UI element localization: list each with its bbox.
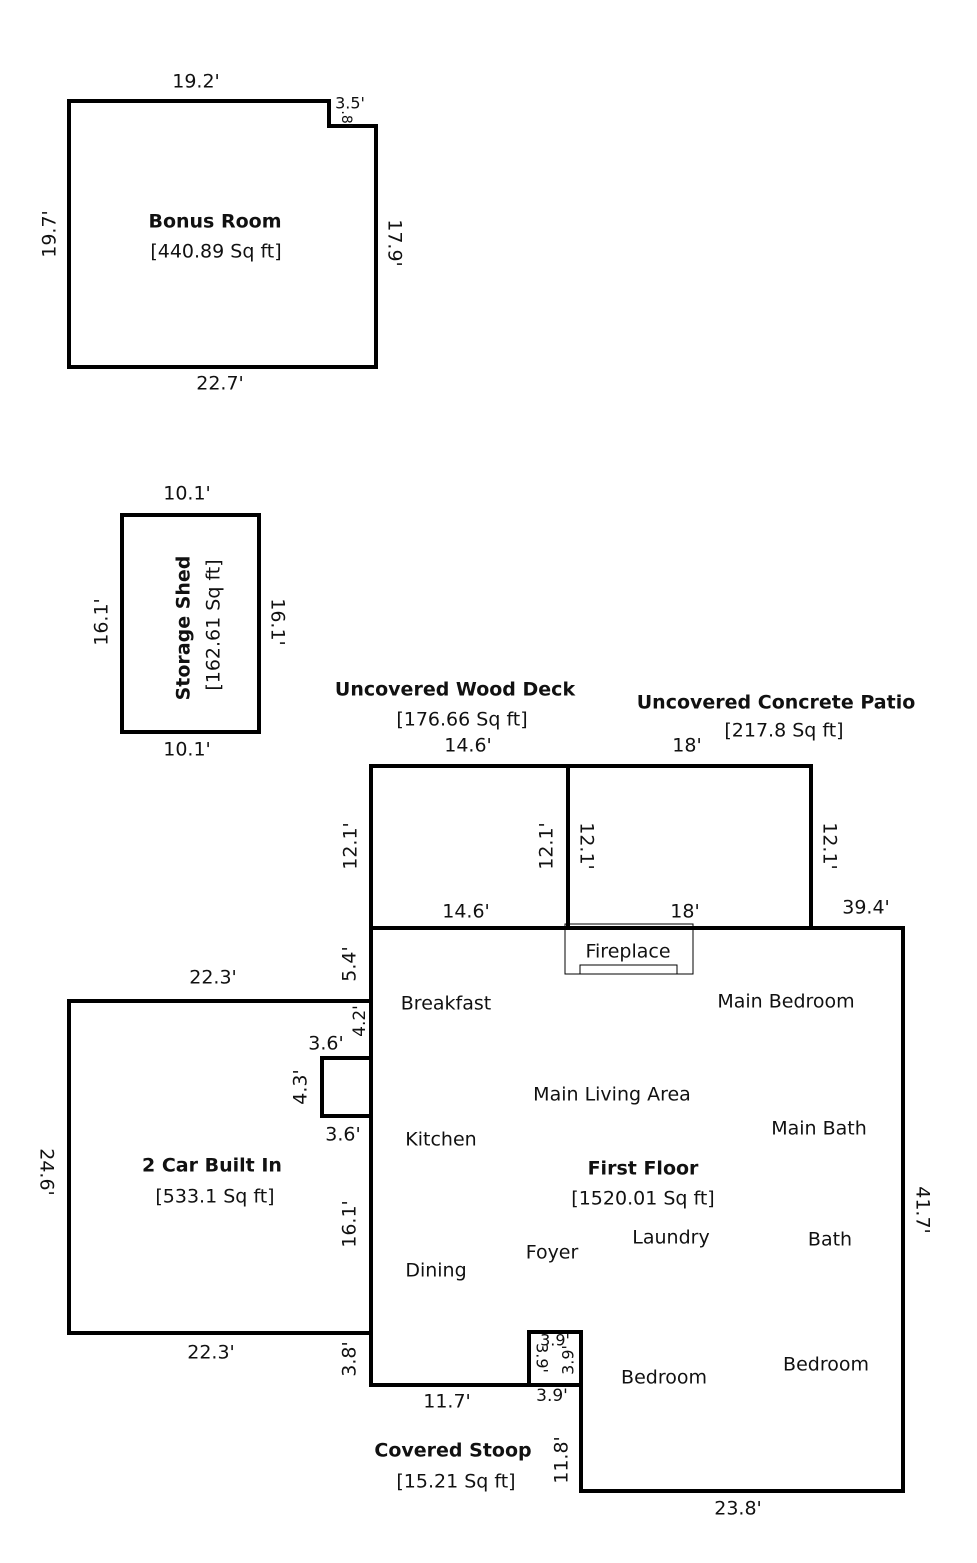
room-label-main-bedroom: Main Bedroom <box>717 991 854 1013</box>
dimension: 14.6' <box>444 735 492 757</box>
dimension: .8' <box>338 110 354 127</box>
garage: 22.3' 24.6' 22.3' 2 Car Built In [533.1 … <box>36 967 373 1364</box>
room-label-main-bath: Main Bath <box>771 1118 867 1140</box>
stoop-outline <box>527 1330 583 1387</box>
dimension: 23.8' <box>714 1498 762 1520</box>
dimension: 19.7' <box>39 210 61 258</box>
dimension: 11.8' <box>551 1436 573 1484</box>
first-floor: 39.4' 41.7' 23.8' 11.8' 11.7' 3.8' 16.1'… <box>290 897 934 1520</box>
dimension: 22.3' <box>187 1342 235 1364</box>
dimension: 3.9' <box>533 1343 552 1373</box>
dimension: 12.1' <box>536 822 558 870</box>
dimension: 12.1' <box>576 822 598 870</box>
dimension: 24.6' <box>36 1148 58 1196</box>
room-label-foyer: Foyer <box>526 1242 579 1264</box>
dimension: 11.7' <box>423 1391 471 1413</box>
room-name: Bonus Room <box>148 211 281 233</box>
dimension: 39.4' <box>842 897 890 919</box>
room-area: [440.89 Sq ft] <box>150 241 281 263</box>
room-name: Uncovered Wood Deck <box>335 679 576 701</box>
room-area: [162.61 Sq ft] <box>203 559 225 690</box>
room-label-breakfast: Breakfast <box>401 993 491 1015</box>
dimension: 18' <box>670 901 699 923</box>
dimension: 10.1' <box>163 483 211 505</box>
dimension: 5.4' <box>339 946 361 981</box>
bonus-room: 19.2' 3.5' .8' 17.9' 22.7' 19.7' Bonus R… <box>39 71 406 395</box>
dimension: 3.5' <box>335 94 365 113</box>
room-name: 2 Car Built In <box>142 1155 282 1177</box>
dimension: 12.1' <box>340 822 362 870</box>
dimension: 19.2' <box>172 71 220 93</box>
dimension: 3.9' <box>559 1345 578 1375</box>
room-label-dining: Dining <box>405 1260 466 1282</box>
room-name: First Floor <box>588 1158 699 1180</box>
dimension: 3.6' <box>308 1033 343 1055</box>
dimension: 3.6' <box>325 1124 360 1146</box>
room-area: [1520.01 Sq ft] <box>571 1188 714 1210</box>
dimension: 22.7' <box>196 373 244 395</box>
storage-shed: 10.1' 10.1' 16.1' 16.1' Storage Shed [16… <box>91 483 289 761</box>
room-area: [176.66 Sq ft] <box>396 709 527 731</box>
dimension: 41.7' <box>912 1186 934 1234</box>
wood-deck: Uncovered Wood Deck [176.66 Sq ft] 14.6'… <box>335 679 576 930</box>
concrete-patio: Uncovered Concrete Patio [217.8 Sq ft] 1… <box>566 692 916 930</box>
room-area: [15.21 Sq ft] <box>396 1471 515 1493</box>
covered-stoop: 3.9' 3.9' 3.9' 3.9' Covered Stoop [15.21… <box>374 1330 583 1493</box>
dimension: 10.1' <box>163 739 211 761</box>
dimension: 12.1' <box>819 822 841 870</box>
storage-shed-outline <box>120 513 261 734</box>
room-name: Storage Shed <box>173 556 195 701</box>
room-label-kitchen: Kitchen <box>405 1129 476 1151</box>
dimension: 3.8' <box>339 1341 361 1376</box>
room-label-bedroom: Bedroom <box>621 1367 707 1389</box>
dimension: 4.3' <box>290 1069 312 1104</box>
bonus-room-outline <box>67 99 378 369</box>
room-label-laundry: Laundry <box>632 1227 709 1249</box>
room-label-main-living-area: Main Living Area <box>533 1084 691 1106</box>
room-area: [217.8 Sq ft] <box>724 720 843 742</box>
dimension: 16.1' <box>339 1200 361 1248</box>
dimension: 16.1' <box>91 598 113 646</box>
dimension: 3.9' <box>536 1386 568 1406</box>
dimension: 18' <box>672 735 701 757</box>
dimension: 4.2' <box>350 1005 370 1037</box>
room-name: Uncovered Concrete Patio <box>637 692 916 714</box>
room-label-bath: Bath <box>808 1229 852 1251</box>
dimension: 16.1' <box>267 598 289 646</box>
room-label-bedroom: Bedroom <box>783 1354 869 1376</box>
dimension: 17.9' <box>384 219 406 267</box>
fireplace-hearth <box>579 964 678 975</box>
room-label-fireplace: Fireplace <box>585 941 670 963</box>
room-name: Covered Stoop <box>374 1440 531 1462</box>
dimension: 3.9' <box>540 1331 570 1350</box>
room-area: [533.1 Sq ft] <box>155 1186 274 1208</box>
dimension: 22.3' <box>189 967 237 989</box>
dimension: 14.6' <box>442 901 490 923</box>
